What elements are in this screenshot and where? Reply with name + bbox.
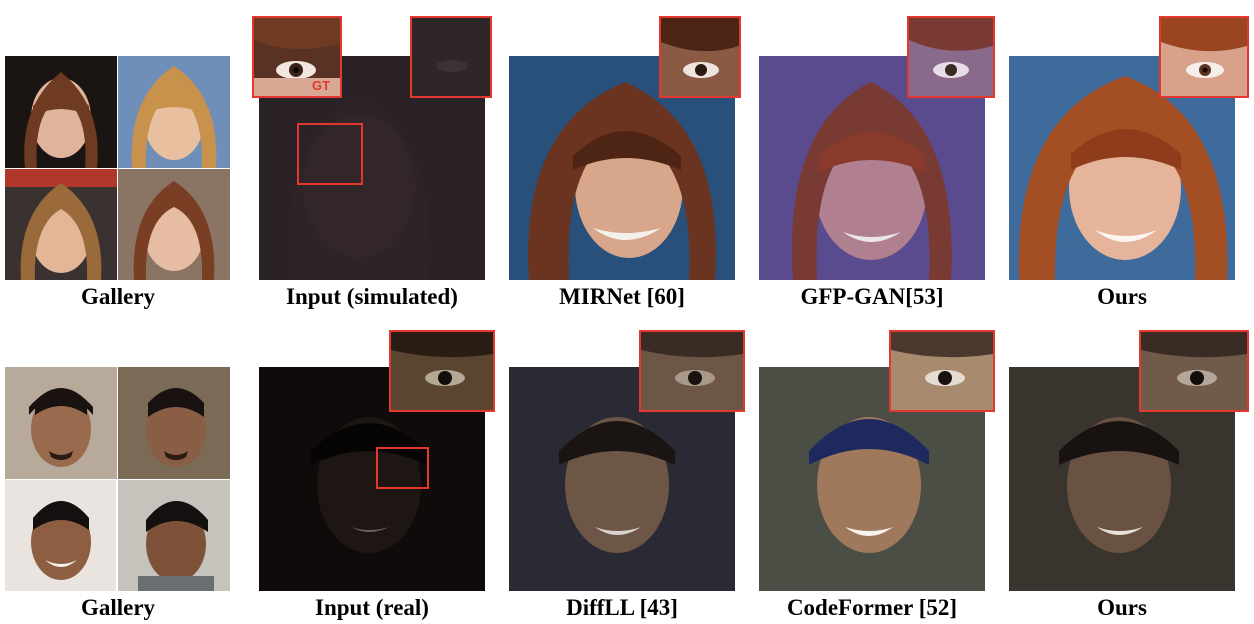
- zoom-inset-codeformer: [889, 330, 995, 412]
- roi-box-input-real: [376, 447, 429, 489]
- gallery-image-8: [118, 480, 230, 591]
- gallery-image-6: [118, 367, 230, 479]
- gallery-image-4: [118, 169, 230, 280]
- zoom-inset-input-real: [389, 330, 495, 412]
- zoom-inset-input-simulated: [410, 16, 492, 98]
- mirnet-image: [509, 56, 735, 280]
- caption-gfpgan: GFP-GAN[53]: [800, 284, 944, 309]
- caption-mirnet: MIRNet [60]: [559, 284, 685, 309]
- gallery-image-7: [5, 480, 117, 591]
- caption-codeformer: CodeFormer [52]: [786, 595, 958, 620]
- gallery-image-2: [118, 56, 230, 168]
- zoom-inset-ours-row1: [1159, 16, 1249, 98]
- gallery-image-5: [5, 367, 117, 479]
- gt-label: GT: [312, 78, 331, 93]
- caption-gallery-row1: Gallery: [80, 284, 156, 309]
- zoom-inset-gt: GT: [252, 16, 342, 98]
- caption-gallery-row2: Gallery: [80, 595, 156, 620]
- zoom-inset-ours-row2: [1139, 330, 1249, 412]
- caption-ours-row1: Ours: [1097, 284, 1147, 309]
- zoom-inset-mirnet: [659, 16, 741, 98]
- gallery-grid-row1: [5, 56, 230, 280]
- zoom-inset-gfpgan: [907, 16, 995, 98]
- ours-image-row1: [1009, 56, 1235, 280]
- ours-image-row2: [1009, 367, 1235, 591]
- caption-input-simulated: Input (simulated): [286, 284, 458, 309]
- zoom-inset-diffll: [639, 330, 745, 412]
- gallery-image-3: [5, 169, 117, 280]
- gallery-grid-row2: [5, 367, 230, 591]
- gallery-image-1: [5, 56, 117, 168]
- caption-input-real: Input (real): [315, 595, 429, 620]
- roi-box-input-simulated: [297, 123, 363, 185]
- caption-diffll: DiffLL [43]: [566, 595, 678, 620]
- input-simulated-image: [259, 56, 485, 280]
- caption-ours-row2: Ours: [1097, 595, 1147, 620]
